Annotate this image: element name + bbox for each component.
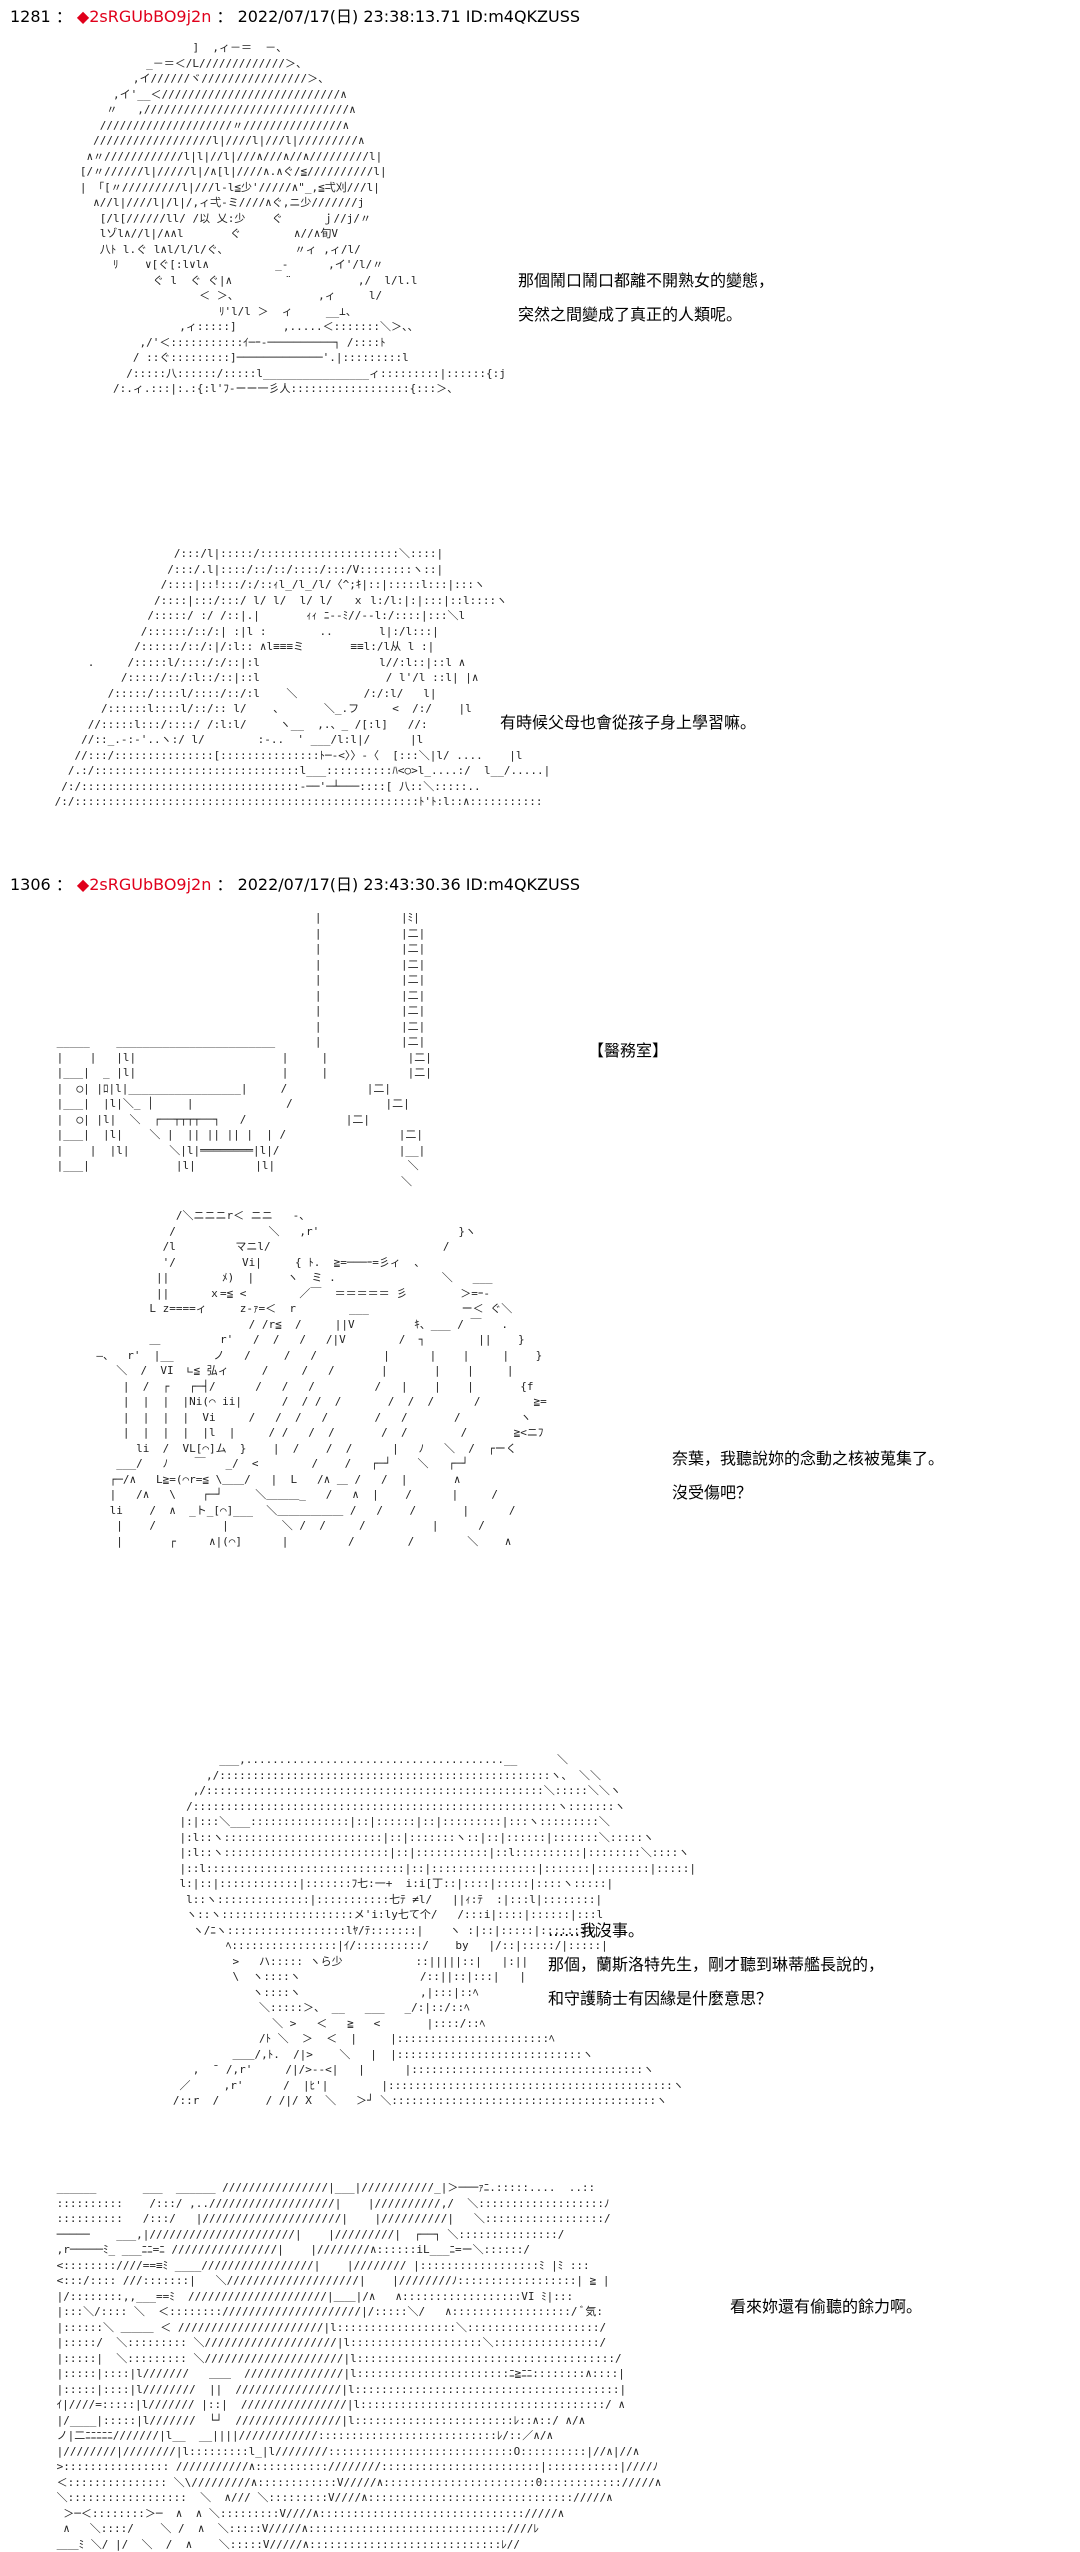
dialogue-line: 和守護騎士有因緣是什麼意思？	[548, 1989, 773, 2008]
post-id: ID:m4QKZUSS	[465, 7, 581, 26]
dialogue-line: 奈葉，我聽說妳的念動之核被蒐集了。	[672, 1449, 945, 1468]
dialogue-line: 那個，蘭斯洛特先生，剛才聽到琳蒂艦長說的，	[548, 1955, 885, 1974]
ascii-art-scene: ______ ___ ______ ////////////////|___|/…	[56, 2181, 662, 2551]
poster-trip: ◆2sRGUbBO9j2n	[76, 875, 212, 894]
dialogue-panel-1: 那個鬧口鬧口都離不開熟女的變態， 突然之間變成了真正的人類呢。	[518, 264, 774, 332]
separator: ：	[55, 875, 72, 894]
post-id: ID:m4QKZUSS	[465, 875, 581, 894]
dialogue-line: 看來妳還有偷聽的餘力啊。	[730, 2297, 923, 2316]
ascii-art-knight: /＼ニニニr＜ ニニ -、 / ＼ ,r' }ヽ /l マニl/ / '/ Vi…	[96, 1209, 547, 1548]
post-number[interactable]: 1306	[10, 875, 51, 894]
ascii-art-infirmary: | |ﾐ| | |二| | |二| | |二|	[56, 911, 432, 1188]
dialogue-line: ……我沒事。	[548, 1921, 645, 1940]
post-date: 2022/07/17(日) 23:38:13.71	[237, 7, 461, 26]
separator: ：	[55, 7, 72, 26]
dialogue-panel-6: 看來妳還有偷聽的餘力啊。	[730, 2290, 922, 2324]
ascii-art-woman: /:::/l|:::::/:::::::::::::::::::::＼::::|…	[54, 547, 551, 808]
dialogue-panel-2: 有時候父母也會從孩子身上學習嘛。	[500, 706, 756, 740]
separator: ：	[216, 875, 233, 894]
post-number[interactable]: 1281	[10, 7, 51, 26]
dialogue-line: 有時候父母也會從孩子身上學習嘛。	[500, 713, 757, 732]
dialogue-line: 沒受傷吧？	[672, 1483, 753, 1502]
dialogue-line: 那個鬧口鬧口都離不開熟女的變態，	[518, 271, 775, 290]
ascii-art-boy: ] ,ィ－＝ －、 _－＝＜/L/////////////＞、 ,イ//////…	[79, 41, 506, 395]
dialogue-panel-3: 【醫務室】	[588, 1034, 668, 1068]
post-header-1306: 1306 ： ◆2sRGUbBO9j2n ： 2022/07/17(日) 23:…	[10, 874, 580, 896]
post-date: 2022/07/17(日) 23:43:30.36	[237, 875, 461, 894]
dialogue-line: 【醫務室】	[588, 1041, 669, 1060]
separator: ：	[216, 7, 233, 26]
poster-trip: ◆2sRGUbBO9j2n	[76, 7, 212, 26]
dialogue-panel-5: ……我沒事。 那個，蘭斯洛特先生，剛才聽到琳蒂艦長說的， 和守護騎士有因緣是什麼…	[548, 1914, 884, 2016]
dialogue-line: 突然之間變成了真正的人類呢。	[518, 305, 743, 324]
dialogue-panel-4: 奈葉，我聽說妳的念動之核被蒐集了。 沒受傷吧？	[672, 1442, 944, 1510]
ascii-art-girl: ___,....................................…	[172, 1753, 697, 2107]
post-header-1281: 1281 ： ◆2sRGUbBO9j2n ： 2022/07/17(日) 23:…	[10, 6, 580, 28]
